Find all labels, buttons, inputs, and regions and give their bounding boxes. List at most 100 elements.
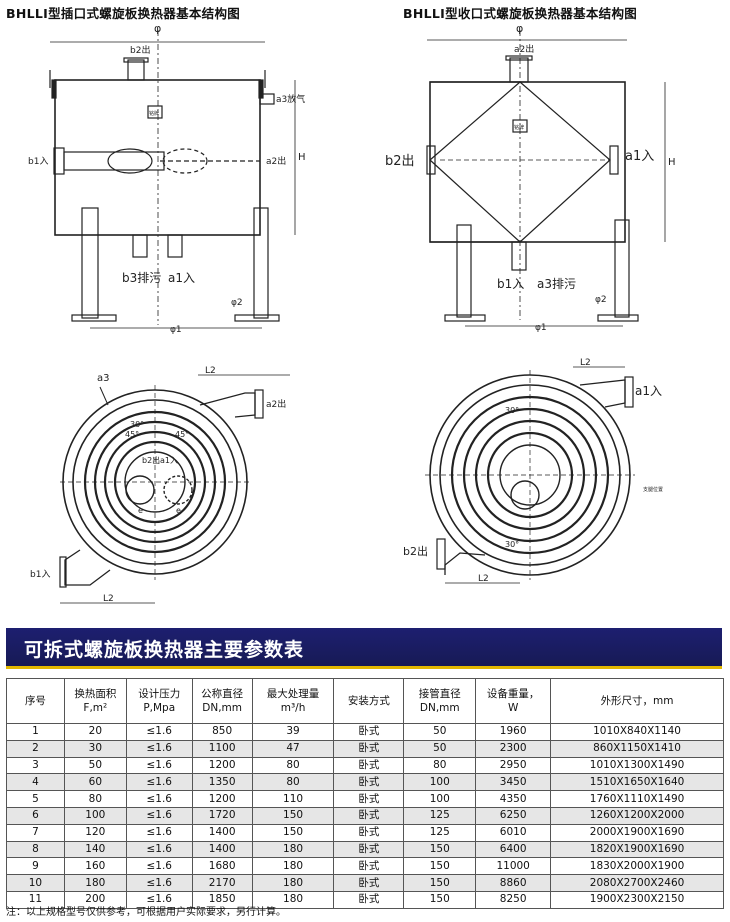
column-header-text: 最大处理量 [266,688,320,700]
table-cell: 1400 [191,823,253,842]
table-cell: 125 [403,823,477,842]
table-cell: ≤1.6 [125,790,193,808]
table-cell: 150 [251,823,335,842]
table-cell: 1850 [191,890,253,909]
table-cell: 180 [251,840,335,859]
a3-plan-label: a3 [97,373,110,384]
reducer-type-plan-drawing: a1入 L2 30° 30° 支腿位置 b2出 L2 [365,345,730,620]
phi2-label: φ2 [231,298,243,308]
table-cell: 1900X2300X2150 [550,890,724,909]
table-cell: 850 [191,723,253,741]
table-cell: 4 [6,773,65,792]
table-cell: 4350 [475,790,552,808]
support-position-label: 支腿位置 [643,486,663,493]
table-cell: 1200 [191,756,253,775]
table-cell: 6 [6,806,65,825]
table-cell: 卧式 [333,823,405,842]
table-cell: ≤1.6 [125,857,193,876]
column-header-text: DN,mm [419,702,460,714]
angle-45-left-label: 45° [125,430,139,439]
a1-in-label: a1入 [168,271,195,285]
angle-30-top-label: 30° [505,406,519,415]
table-cell: 1400 [191,840,253,859]
column-header-text: 设计压力 [138,688,181,700]
table-cell: 卧式 [333,773,405,792]
a1-plan-label: a1入 [160,456,178,465]
table-cell: 120 [63,823,127,842]
b3-drain-label: b3排污 [122,271,161,285]
table-cell: 140 [63,840,127,859]
phi1-label-right: φ1 [535,323,547,333]
table-cell: 8250 [475,890,552,909]
table-cell: 卧式 [333,790,405,808]
table-cell: 6250 [475,806,552,825]
b2-plan-label: b2出 [142,455,160,465]
table-cell: 50 [403,723,477,741]
h-dimension-label: H [298,152,306,163]
table-cell: 卧式 [333,890,405,909]
table-cell: 6400 [475,840,552,859]
table-cell: 150 [403,840,477,859]
angle-45-right-label: 45° [175,430,189,439]
a1-in-plan-label-right: a1入 [635,384,662,398]
table-cell: 160 [63,857,127,876]
table-cell: ≤1.6 [125,773,193,792]
table-cell: 1510X1650X1640 [550,773,724,792]
phi2-label-right: φ2 [595,295,607,305]
column-header: 外形尺寸，mm [550,678,724,724]
nameplate-label-right: 铭牌 [514,124,524,131]
table-cell: 5 [6,790,65,808]
a3-drain-label: a3排污 [537,277,576,291]
table-cell: 1100 [191,739,253,758]
table-cell: 150 [251,806,335,825]
table-cell: 1830X2000X1900 [550,857,724,876]
table-cell: 2 [6,739,65,758]
table-cell: 20 [63,723,127,741]
table-cell: 2300 [475,739,552,758]
table-cell: 1 [6,723,65,741]
table-cell: 11000 [475,857,552,876]
table-cell: 1350 [191,773,253,792]
table-cell: ≤1.6 [125,840,193,859]
table-cell: 卧式 [333,756,405,775]
b2-out-label: b2出 [130,44,150,56]
column-header-text: W [507,702,519,714]
column-header: 安装方式 [333,678,405,724]
column-header-text: F,m² [83,702,108,714]
table-cell: 860X1150X1410 [550,739,724,758]
table-cell: 1010X1300X1490 [550,756,724,775]
table-cell: 8 [6,840,65,859]
table-cell: 150 [403,890,477,909]
table-cell: 卧式 [333,840,405,859]
table-cell: ≤1.6 [125,756,193,775]
column-header-text: m³/h [280,702,306,714]
table-cell: ≤1.6 [125,723,193,741]
table-cell: 10 [6,874,65,892]
column-header-text: 外形尺寸，mm [600,695,674,707]
table-cell: ≤1.6 [125,874,193,892]
table-cell: 150 [403,857,477,876]
column-header-text: 设备重量， [486,688,540,700]
table-cell: 8860 [475,874,552,892]
table-cell: 180 [251,890,335,909]
table-cell: 1200 [191,790,253,808]
table-cell: 9 [6,857,65,876]
table-cell: 2170 [191,874,253,892]
table-cell: 100 [403,790,477,808]
table-cell: 80 [63,790,127,808]
table-cell: 1820X1900X1690 [550,840,724,859]
table-cell: 50 [403,739,477,758]
e-right-label: e [176,506,181,515]
nameplate-label: 铭牌 [149,110,159,117]
table-cell: 6010 [475,823,552,842]
section-title: 可拆式螺旋板换热器主要参数表 [24,639,305,661]
a2-out-plan-label: a2出 [266,398,286,410]
